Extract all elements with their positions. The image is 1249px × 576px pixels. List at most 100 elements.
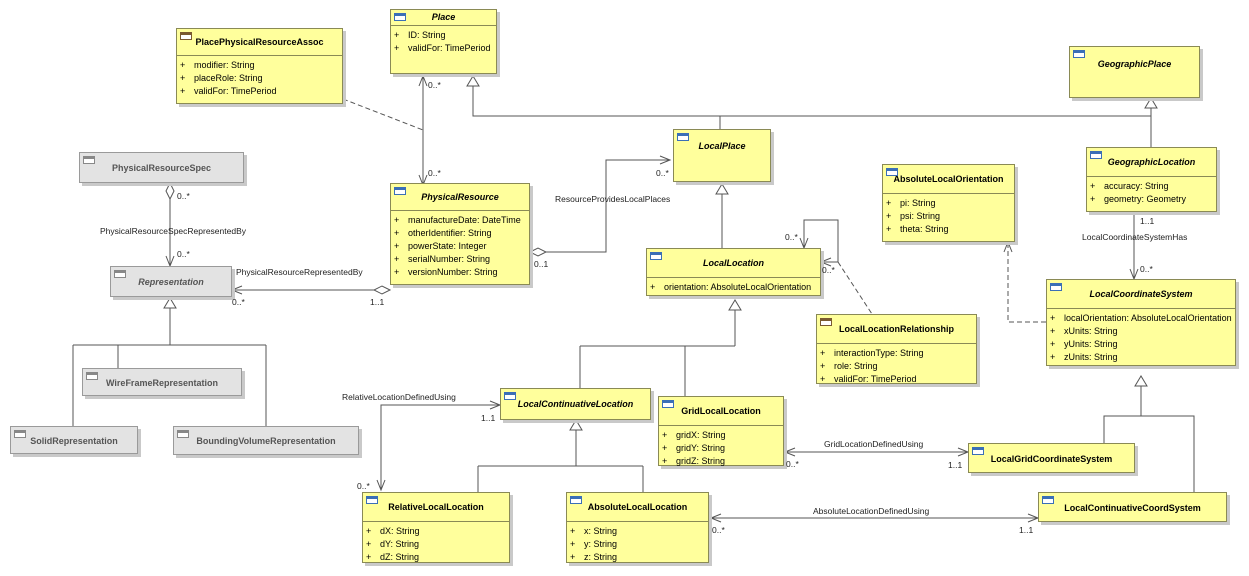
class-icon [662, 400, 674, 408]
visibility: + [394, 43, 400, 53]
attribute: role: String [834, 361, 878, 371]
class-icon [86, 372, 98, 380]
visibility: + [394, 267, 400, 277]
class-absolute-local-orientation[interactable]: AbsoluteLocalOrientation +pi: String +ps… [882, 164, 1015, 242]
relative-arrowhead [376, 479, 386, 492]
class-local-continuative-coord-system[interactable]: LocalContinuativeCoordSystem [1038, 492, 1227, 522]
coord-system-subclasses [1103, 386, 1195, 492]
class-name: LocalPlace [698, 141, 746, 151]
class-name: LocalGridCoordinateSystem [990, 454, 1113, 464]
assoc-label-local-coordinate-system-has: LocalCoordinateSystemHas [1082, 232, 1188, 242]
visibility: + [394, 30, 400, 40]
class-icon [14, 430, 26, 438]
class-name: LocalLocation [702, 258, 764, 268]
multiplicity: 0..* [822, 265, 835, 275]
multiplicity: 0..* [712, 525, 725, 535]
representation-side-arrowhead [230, 285, 243, 295]
class-local-continuative-location[interactable]: LocalContinuativeLocation [500, 388, 651, 420]
class-local-coordinate-system[interactable]: LocalCoordinateSystem +localOrientation:… [1046, 279, 1236, 366]
class-icon [1042, 496, 1054, 504]
attribute: validFor: TimePeriod [194, 86, 277, 96]
attribute: gridY: String [676, 443, 726, 453]
class-absolute-local-location[interactable]: AbsoluteLocalLocation +x: String +y: Str… [566, 492, 709, 563]
class-icon [504, 392, 516, 400]
class-relative-local-location[interactable]: RelativeLocalLocation +dX: String +dY: S… [362, 492, 510, 563]
visibility: + [180, 60, 186, 70]
class-place-physical-resource-assoc[interactable]: PlacePhysicalResourceAssoc +modifier: St… [176, 28, 343, 104]
class-icon [394, 13, 406, 21]
class-icon [177, 430, 189, 438]
class-wireframe-representation[interactable]: WireFrameRepresentation [82, 368, 242, 396]
multiplicity: 0..* [656, 168, 669, 178]
class-geographic-location[interactable]: GeographicLocation +accuracy: String +ge… [1086, 147, 1217, 212]
assoc-label-resource-provides-local-places: ResourceProvidesLocalPlaces [555, 194, 671, 204]
relative-location-defined-using [380, 404, 500, 490]
class-local-grid-coordinate-system[interactable]: LocalGridCoordinateSystem [968, 443, 1135, 473]
locallocation-subclasses [579, 310, 736, 396]
class-geographic-place[interactable]: GeographicPlace [1069, 46, 1200, 98]
multiplicity: 0..* [232, 297, 245, 307]
coord-system-generalization-triangle [1134, 375, 1148, 387]
visibility: + [1090, 181, 1096, 191]
class-name: SolidRepresentation [30, 436, 118, 446]
spec-diamond [165, 181, 175, 201]
visibility: + [1090, 194, 1096, 204]
visibility: + [1050, 352, 1056, 362]
visibility: + [662, 430, 668, 440]
class-representation[interactable]: Representation [110, 266, 232, 297]
visibility: + [1050, 339, 1056, 349]
class-name: PhysicalResource [421, 192, 499, 202]
attribute: yUnits: String [1064, 339, 1118, 349]
attribute: gridZ: String [676, 456, 726, 466]
attribute: z: String [584, 552, 618, 562]
class-icon [570, 496, 582, 504]
locallocation-self-association [803, 219, 839, 263]
attribute: orientation: AbsoluteLocalOrientation [664, 282, 812, 292]
attribute: geometry: Geometry [1104, 194, 1187, 204]
visibility: + [366, 539, 372, 549]
class-icon [83, 156, 95, 164]
resource-provides-diamond [528, 247, 548, 257]
class-local-location-relationship[interactable]: LocalLocationRelationship +interactionTy… [816, 314, 977, 384]
assoc-class-link [342, 98, 424, 131]
multiplicity: 1..1 [1019, 525, 1034, 535]
multiplicity: 1..1 [370, 297, 385, 307]
class-grid-local-location[interactable]: GridLocalLocation +gridX: String +gridY:… [658, 396, 784, 466]
visibility: + [570, 526, 576, 536]
multiplicity: 1..1 [1140, 216, 1155, 226]
locallocation-self-arrowhead-b [819, 257, 832, 267]
visibility: + [570, 552, 576, 562]
visibility: + [820, 374, 826, 384]
attribute: otherIdentifier: String [408, 228, 492, 238]
locallocation-generalization-triangle [728, 299, 742, 311]
class-icon [972, 447, 984, 455]
assoc-label-physical-resource-represented-by: PhysicalResourceRepresentedBy [236, 267, 363, 277]
class-physical-resource-spec[interactable]: PhysicalResourceSpec [79, 152, 244, 183]
attribute: powerState: Integer [408, 241, 487, 251]
absolute-arrowhead [709, 513, 722, 523]
class-bounding-volume-representation[interactable]: BoundingVolumeRepresentation [173, 426, 359, 455]
class-icon [886, 168, 898, 176]
visibility: + [1050, 313, 1056, 323]
attribute: dY: String [380, 539, 420, 549]
class-local-place[interactable]: LocalPlace [673, 129, 771, 182]
orientation-dependency [1007, 242, 1046, 323]
attribute: validFor: TimePeriod [408, 43, 491, 53]
resource-provides-local-places [530, 159, 670, 253]
geographicplace-generalization-triangle [1144, 97, 1158, 109]
class-name: LocalContinuativeCoordSystem [1064, 503, 1201, 513]
class-name: PlacePhysicalResourceAssoc [195, 37, 324, 47]
class-physical-resource[interactable]: PhysicalResource +manufactureDate: DateT… [390, 183, 530, 285]
class-solid-representation[interactable]: SolidRepresentation [10, 426, 138, 454]
attribute: y: String [584, 539, 618, 549]
visibility: + [366, 526, 372, 536]
visibility: + [394, 241, 400, 251]
class-name: LocalLocationRelationship [838, 324, 954, 334]
multiplicity: 0..* [1140, 264, 1153, 274]
class-local-location[interactable]: LocalLocation +orientation: AbsoluteLoca… [646, 248, 821, 296]
continuative-generalization-triangle [569, 419, 583, 431]
class-name: GeographicLocation [1107, 157, 1196, 167]
class-place[interactable]: Place +ID: String +validFor: TimePeriod [390, 9, 497, 74]
multiplicity: 1..1 [481, 413, 496, 423]
assoc-label-relative-location-defined-using: RelativeLocationDefinedUsing [342, 392, 456, 402]
